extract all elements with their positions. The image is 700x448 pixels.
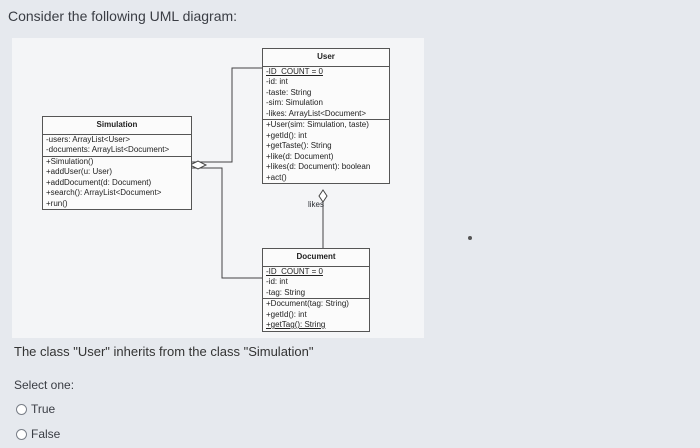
method: +act() [266, 172, 287, 182]
option-false[interactable]: False [16, 427, 60, 441]
connector-simulation-document [190, 167, 262, 279]
method: +Simulation() [46, 156, 94, 166]
method: +likes(d: Document): boolean [266, 162, 371, 171]
attribute: -id: int [266, 77, 288, 86]
radio-false[interactable] [16, 428, 27, 440]
radio-true[interactable] [16, 403, 27, 415]
association-label: likes [308, 200, 325, 209]
attribute: -sim: Simulation [266, 98, 323, 107]
question-text: Consider the following UML diagram: [8, 8, 238, 24]
select-one-label: Select one: [14, 378, 75, 392]
diagram-connectors [188, 67, 328, 279]
attribute: -ID_COUNT = 0 [266, 266, 323, 276]
stray-dot [468, 236, 472, 240]
method: +getTaste(): String [266, 141, 332, 150]
attribute: -id: int [266, 277, 288, 286]
class-title: Document [263, 249, 369, 267]
method: +getId(): int [266, 309, 307, 319]
option-true-label: True [31, 402, 56, 416]
attribute: -users: ArrayList<User> [46, 134, 131, 144]
uml-diagram: Simulation -users: ArrayList<User> -docu… [12, 38, 424, 338]
aggregation-diamond [188, 160, 208, 170]
method: +search(): ArrayList<Document> [46, 188, 162, 197]
method: +like(d: Document) [266, 151, 334, 161]
likes-diamond [318, 189, 328, 203]
attribute: -taste: String [266, 87, 312, 97]
attribute: -ID_COUNT = 0 [266, 66, 323, 76]
attribute: -tag: String [266, 287, 306, 297]
class-document: Document -ID_COUNT = 0 -id: int -tag: St… [262, 248, 370, 332]
method: +run() [46, 198, 68, 208]
method: +addUser(u: User) [46, 167, 113, 176]
connector-simulation-user [190, 67, 262, 163]
class-user: User -ID_COUNT = 0 -id: int -taste: Stri… [262, 48, 390, 184]
attribute: -documents: ArrayList<Document> [46, 145, 170, 154]
method: +User(sim: Simulation, taste) [266, 120, 369, 129]
class-title: Simulation [43, 117, 191, 135]
method: +Document(tag: String) [266, 299, 349, 308]
class-simulation: Simulation -users: ArrayList<User> -docu… [42, 116, 192, 210]
method: +getTag(): String [266, 320, 326, 329]
attribute: -likes: ArrayList<Document> [266, 108, 367, 118]
option-false-label: False [31, 427, 61, 441]
method: +getId(): int [266, 130, 307, 140]
statement-text: The class "User" inherits from the class… [14, 344, 314, 359]
method: +addDocument(d: Document) [46, 177, 152, 187]
option-true[interactable]: True [16, 402, 55, 416]
class-title: User [263, 49, 389, 67]
